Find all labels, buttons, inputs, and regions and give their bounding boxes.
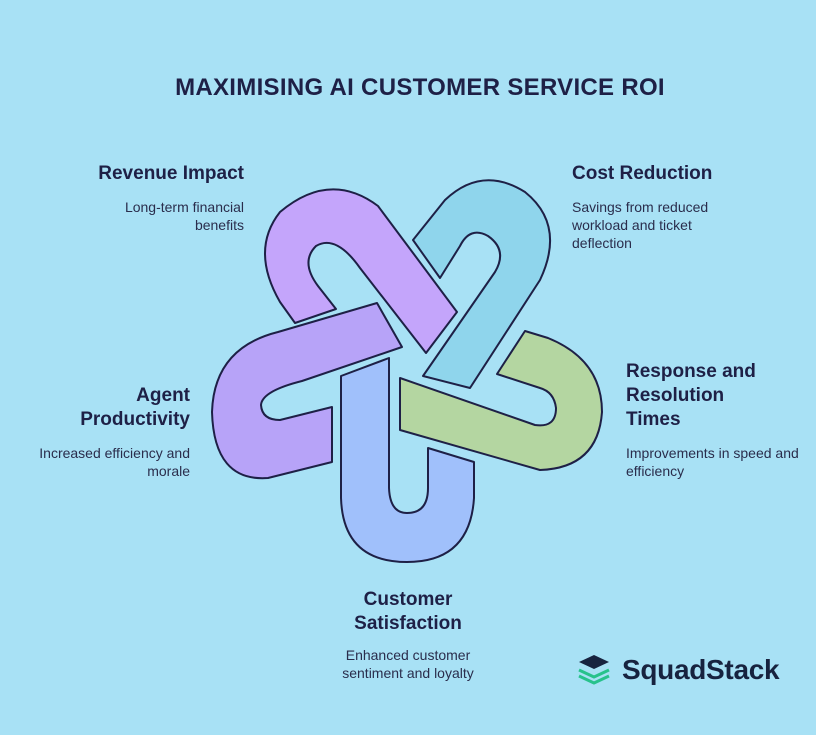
cost-reduction-title: Cost Reduction xyxy=(572,163,713,184)
loop-revenue-impact xyxy=(264,188,458,354)
loop-agent-productivity xyxy=(211,302,403,480)
loop-customer-satisfaction xyxy=(340,357,475,563)
page-title: MAXIMISING AI CUSTOMER SERVICE ROI xyxy=(175,74,665,101)
agent-productivity-title: Agent Productivity xyxy=(80,385,190,430)
revenue-impact-desc: Long-term financial benefits xyxy=(124,199,244,233)
cost-reduction-desc: Savings from reduced workload and ticket… xyxy=(572,199,709,251)
response-resolution-desc: Improvements in speed and efficiency xyxy=(626,445,799,479)
item-agent-productivity: Agent Productivity Increased efficiency … xyxy=(20,384,190,480)
item-cost-reduction: Cost Reduction Savings from reduced work… xyxy=(572,162,752,252)
customer-satisfaction-title: Customer Satisfaction xyxy=(354,589,462,634)
item-response-resolution: Response and Resolution Times Improvemen… xyxy=(626,360,801,480)
squadstack-logo: SquadStack xyxy=(576,650,780,690)
loop-cost-reduction xyxy=(412,179,552,389)
response-resolution-title: Response and Resolution Times xyxy=(626,361,756,430)
item-revenue-impact: Revenue Impact Long-term financial benef… xyxy=(60,162,244,234)
logo-text: SquadStack xyxy=(622,654,780,685)
customer-satisfaction-desc: Enhanced customer sentiment and loyalty xyxy=(342,647,474,681)
item-customer-satisfaction: Customer Satisfaction Enhanced customer … xyxy=(318,588,498,682)
stacked-layers-icon xyxy=(578,655,610,685)
revenue-impact-title: Revenue Impact xyxy=(98,163,244,184)
loop-response-resolution xyxy=(399,330,603,471)
agent-productivity-desc: Increased efficiency and morale xyxy=(39,445,190,479)
